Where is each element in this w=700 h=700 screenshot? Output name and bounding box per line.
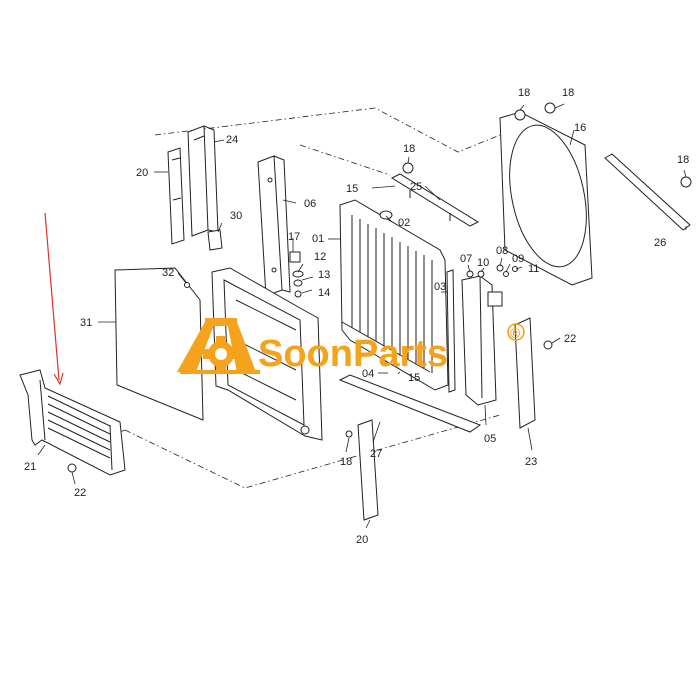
part-27-bar	[338, 374, 482, 433]
callout-01: 01	[312, 233, 324, 245]
small-hardware	[289, 251, 304, 298]
callout-22-left: 22	[74, 487, 86, 499]
callout-11: 11	[528, 263, 539, 275]
part-01-radiator-core	[339, 199, 449, 391]
soonparts-logo-icon	[177, 318, 260, 374]
callout-27: 27	[370, 448, 382, 460]
registered-mark-circle	[507, 323, 525, 341]
callout-03: 03	[434, 281, 446, 293]
callout-05: 05	[484, 433, 496, 445]
callout-23: 23	[525, 456, 537, 468]
callout-14: 14	[318, 287, 330, 299]
callout-04: 04	[362, 368, 374, 380]
registered-mark: ®	[510, 325, 521, 341]
part-03-rod	[446, 269, 456, 393]
callout-24: 24	[226, 134, 238, 146]
callout-22-right: 22	[564, 333, 576, 345]
watermark-brand: SoonParts	[258, 333, 448, 375]
callout-20-top: 20	[136, 167, 148, 179]
red-arrow	[44, 212, 64, 386]
callout-17: 17	[288, 231, 300, 243]
callout-30: 30	[230, 210, 242, 222]
callout-16: 16	[574, 122, 586, 134]
callout-18-a: 18	[518, 87, 530, 99]
part-02-cap	[379, 210, 393, 220]
callout-31: 31	[80, 317, 92, 329]
part-32-bolt	[184, 282, 190, 288]
callout-02: 02	[398, 217, 410, 229]
callout-08: 08	[496, 245, 508, 257]
part-06-bracket	[257, 155, 291, 297]
callout-15-top: 15	[346, 183, 358, 195]
callout-21: 21	[24, 461, 36, 473]
callout-18-b: 18	[562, 87, 574, 99]
part-26-rod	[604, 153, 691, 231]
part-20-lower-strip	[357, 419, 379, 521]
callout-labels: 01 02 03 04 05 06 07 08 09 10 11 12 13 1…	[24, 87, 689, 546]
callout-26: 26	[654, 237, 666, 249]
part-05-side-bracket	[461, 275, 503, 406]
part-20-left-strip	[167, 147, 185, 245]
callout-07: 07	[460, 253, 472, 265]
callout-20-bottom: 20	[356, 534, 368, 546]
callout-32: 32	[162, 267, 174, 279]
part-22-nut-left	[67, 463, 77, 473]
callout-12: 12	[314, 251, 326, 263]
callout-25: 25	[410, 181, 422, 193]
part-30-block	[207, 229, 223, 251]
part-21-intercooler	[19, 369, 126, 476]
callout-18-c: 18	[403, 143, 415, 155]
callout-13: 13	[318, 269, 330, 281]
part-24-bracket	[187, 125, 219, 237]
assembly-outline	[84, 107, 501, 489]
callout-18-d: 18	[677, 154, 689, 166]
callout-09: 09	[512, 253, 524, 265]
leader-lines	[37, 103, 687, 529]
bolts	[345, 102, 692, 438]
part-22-nut-right	[543, 340, 553, 350]
part-25-bar	[390, 173, 480, 227]
callout-15-bottom: 15	[408, 372, 420, 384]
part-23-strip	[514, 317, 536, 429]
part-31-panel	[114, 267, 204, 421]
callout-06: 06	[304, 198, 316, 210]
callout-18-e: 18	[340, 456, 352, 468]
callout-10: 10	[477, 257, 489, 269]
soonparts-watermark: SoonParts ®	[177, 318, 525, 375]
